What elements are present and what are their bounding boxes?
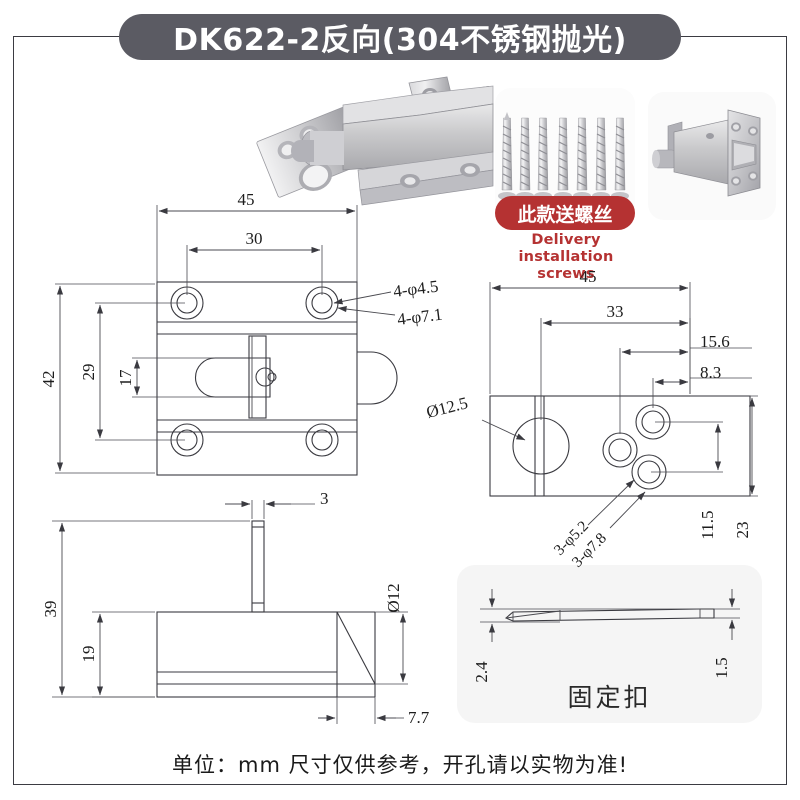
dim-buckle-thickness-left: 2.4 — [472, 661, 491, 683]
footer-note: 单位：mm 尺寸仅供参考，开孔请以实物为准! — [171, 753, 628, 777]
latch-back-photo-panel — [648, 92, 776, 220]
dim-plate-offset-a: 15.6 — [700, 332, 730, 351]
dim-plate-inner-height: 11.5 — [698, 510, 717, 539]
delivery-caption-line1: Delivery — [531, 232, 601, 248]
callout-screw-hole: 4-φ4.5 — [392, 277, 439, 301]
dim-side-body-height: 19 — [79, 646, 98, 663]
screws-banner: 此款送螺丝 — [495, 196, 635, 230]
callout-big-hole: Ø12.5 — [424, 393, 469, 422]
front-view-drawing: 45 30 42 29 17 4-φ4.5 4-φ7.1 — [39, 190, 443, 476]
dim-front-hole-spacing: 30 — [246, 229, 263, 248]
dim-buckle-thickness-right: 1.5 — [712, 657, 731, 678]
delivery-caption-line2: installation screws — [518, 249, 614, 283]
callout-counterbore: 4-φ7.1 — [396, 305, 443, 329]
dim-plate-inner-width: 33 — [607, 302, 624, 321]
buckle-drawing: 2.4 1.5 — [472, 589, 740, 683]
buckle-label: 固定扣 — [567, 683, 652, 712]
dim-front-width: 45 — [238, 190, 255, 209]
dim-front-hole-span: 29 — [79, 364, 98, 381]
dim-front-slot-height: 17 — [116, 369, 135, 387]
dim-side-knob-width: 3 — [320, 489, 329, 508]
dim-plate-offset-b: 8.3 — [700, 363, 721, 382]
dim-side-bolt-diameter: Ø12 — [384, 583, 403, 612]
dim-side-bolt-length: 7.7 — [408, 708, 430, 727]
strike-plate-drawing: 45 33 15.6 8.3 11.5 23 Ø12.5 3-φ5.2 3-φ7… — [424, 267, 758, 571]
dim-plate-width: 45 — [580, 267, 597, 286]
dim-side-total-height: 39 — [41, 601, 60, 618]
dim-front-height: 42 — [39, 371, 58, 388]
page-title: DK622-2反向(304不锈钢抛光) — [119, 14, 681, 60]
dim-plate-height: 23 — [733, 522, 752, 539]
side-view-drawing: 3 39 19 Ø12 7.7 — [41, 489, 430, 727]
delivery-caption: Delivery installation screws — [488, 232, 644, 283]
